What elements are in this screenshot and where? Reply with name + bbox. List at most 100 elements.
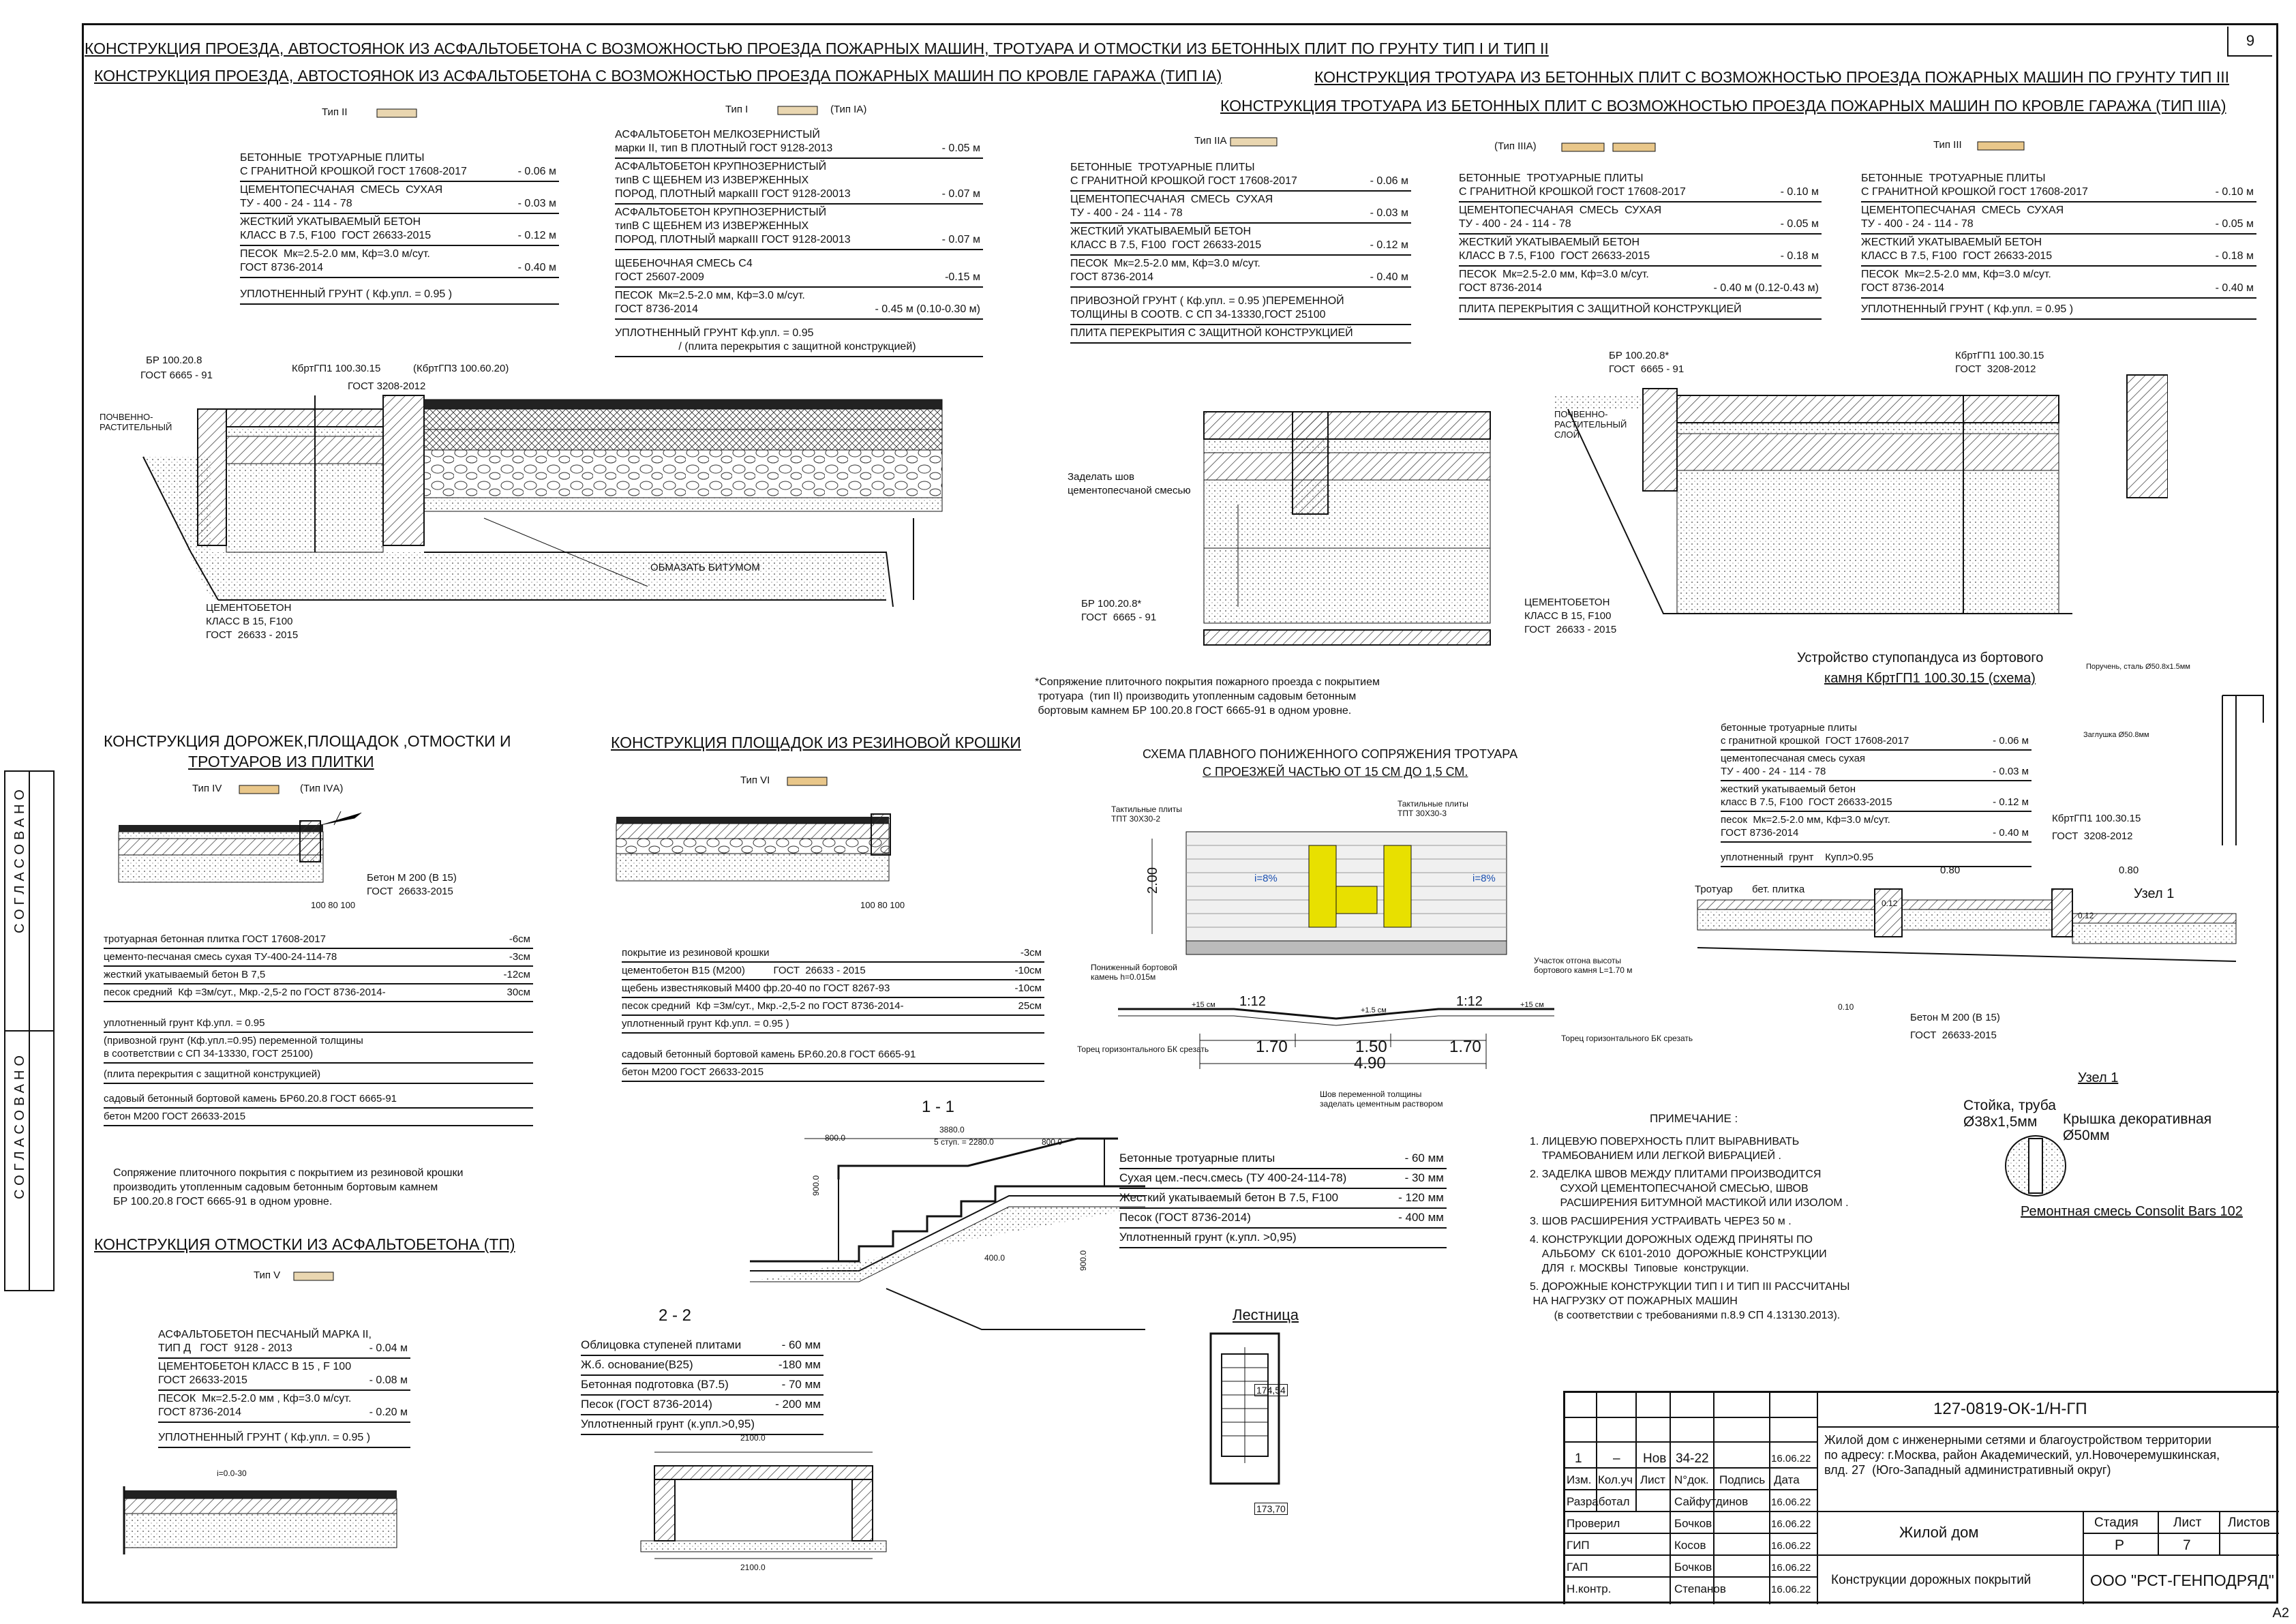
label-cap: Заглушка Ø50.8мм	[2083, 731, 2149, 739]
ramp-title-1: Устройство ступопандуса из бортового	[1797, 650, 2044, 665]
layers-stair-1-1: Бетонные тротуарные плиты- 60 мм Сухая ц…	[1119, 1149, 1447, 1248]
person-role: ГИП	[1567, 1539, 1590, 1552]
label-br-star: БР 100.20.8* ГОСТ 6665 - 91	[1081, 598, 1157, 623]
layer-row: Жесткий укатываемый бетон В 7.5, F100- 1…	[1119, 1189, 1447, 1209]
hatch-swatch	[1977, 141, 2025, 151]
rev-count: –	[1613, 1452, 1620, 1466]
dim-0-80-b: 0.80	[2119, 864, 2139, 876]
dim-400: 400.0	[984, 1253, 1006, 1263]
hdr-kol: Кол.уч	[1598, 1473, 1633, 1486]
label-br-star-2: БР 100.20.8* ГОСТ 6665 - 91	[1609, 350, 1685, 375]
layer-row: ЦЕМЕНТОПЕСЧАНАЯ СМЕСЬ СУХАЯ ТУ - 400 - 2…	[1861, 202, 2256, 235]
layers-ramp: бетонные тротуарные плиты с гранитной кр…	[1721, 720, 2031, 867]
layer-row: Облицовка ступеней плитами- 60 мм	[581, 1336, 824, 1356]
label-concrete: ЦЕМЕНТОБЕТОН КЛАСС В 15, F100 ГОСТ 26633…	[206, 602, 299, 641]
type-label-t1: Тип I	[725, 104, 749, 115]
layers-type-2: БЕТОННЫЕ ТРОТУАРНЫЕ ПЛИТЫ С ГРАНИТНОЙ КР…	[240, 150, 559, 305]
section-drawing-t3	[1554, 374, 2168, 614]
section-title-iii: КОНСТРУКЦИЯ ТРОТУАРА ИЗ БЕТОННЫХ ПЛИТ С …	[1314, 68, 2229, 86]
elev-173: 173,70	[1254, 1503, 1288, 1515]
layer-row: ЦЕМЕНТОПЕСЧАНАЯ СМЕСЬ СУХАЯ ТУ - 400 - 2…	[1459, 202, 1822, 235]
section-drawing-t2a	[1203, 411, 1491, 646]
label-concrete-tile: бет. плитка	[1752, 884, 1805, 895]
slope-right: i=8%	[1472, 873, 1496, 884]
label-kb-2: КбртГП1 100.30.15 ГОСТ 3208-2012	[1955, 350, 2044, 375]
hdr-date: Дата	[1774, 1473, 1800, 1486]
type-label-t4: Тип IV	[192, 783, 222, 794]
layers-type-1: АСФАЛЬТОБЕТОН МЕЛКОЗЕРНИСТЫЙ марки II, т…	[615, 127, 983, 357]
layers-type-2a: БЕТОННЫЕ ТРОТУАРНЫЕ ПЛИТЫ С ГРАНИТНОЙ КР…	[1070, 160, 1411, 344]
approval-stamp: СОГЛАСОВАНО СОГЛАСОВАНО	[4, 770, 55, 1291]
layer-row: ЖЕСТКИЙ УКАТЫВАЕМЫЙ БЕТОН КЛАСС В 7.5, F…	[1459, 235, 1822, 267]
layer-row: БЕТОННЫЕ ТРОТУАРНЫЕ ПЛИТЫ С ГРАНИТНОЙ КР…	[240, 150, 559, 182]
type-label-t3: Тип III	[1933, 139, 1962, 151]
section-title-iv-1: КОНСТРУКЦИЯ ДОРОЖЕК,ПЛОЩАДОК ,ОТМОСТКИ И	[104, 732, 511, 750]
label-soil: ПОЧВЕННО- РАСТИТЕЛЬНЫЙ	[100, 412, 172, 432]
dim-0-12-a: 0.12	[1882, 899, 1898, 908]
layer-row: ПЕСОК Мк=2.5-2.0 мм, Кф=3.0 м/сут. ГОСТ …	[1070, 256, 1411, 288]
dim-0-10: 0.10	[1838, 1002, 1854, 1012]
type-label-t1a: (Тип IА)	[830, 104, 867, 115]
node-1-drawing	[2005, 1135, 2066, 1197]
ramp-drawing	[2222, 695, 2264, 845]
section-title-ia: КОНСТРУКЦИЯ ПРОЕЗДА, АВТОСТОЯНОК ИЗ АСФА…	[94, 67, 1222, 85]
type-label-t6: Тип VI	[740, 775, 770, 786]
layer-row: уплотненный грунт Кф.упл. = 0.95 )	[622, 1016, 1044, 1034]
dim-1-70-a: 1.70	[1256, 1038, 1288, 1056]
stage-header: Стадия	[2094, 1516, 2139, 1530]
layer-row: ЦЕМЕНТОБЕТОН КЛАСС В 15 , F 100 ГОСТ 266…	[158, 1359, 410, 1391]
layer-row: ЩЕБЕНОЧНАЯ СМЕСЬ С4 ГОСТ 25607-2009-0.15…	[615, 256, 983, 288]
layer-row: уплотненный грунт Купл>0.95	[1721, 849, 2031, 867]
section-title-iv-2: ТРОТУАРОВ ИЗ ПЛИТКИ	[188, 753, 374, 770]
label-kb-alt: (КбртГП3 100.60.20)	[413, 363, 509, 374]
layer-row: тротуарная бетонная плитка ГОСТ 17608-20…	[104, 931, 533, 949]
rev-doc: 34-22	[1676, 1452, 1709, 1466]
notes-title: ПРИМЕЧАНИЕ :	[1650, 1112, 1738, 1125]
section-title-v: КОНСТРУКЦИЯ ОТМОСТКИ ИЗ АСФАЛЬТОБЕТОНА (…	[94, 1235, 515, 1253]
layer-row: песок средний Кф =3м/сут., Мкр.-2,5-2 по…	[622, 998, 1044, 1016]
label-tactile-2: Тактильные плиты ТПТ 30Х30-3	[1398, 799, 1468, 818]
layer-row: песок Мк=2.5-2.0 мм, Кф=3.0 м/сут. ГОСТ …	[1721, 812, 2031, 843]
slope-v: i=0.0-30	[217, 1469, 247, 1478]
label-post: Стойка, труба Ø38х1,5мм	[1963, 1098, 2056, 1130]
organization: ООО "РСТ-ГЕНПОДРЯД"	[2090, 1572, 2274, 1589]
layer-row: цементопесчаная смесь сухая ТУ - 400 - 2…	[1721, 751, 2031, 781]
layer-row: АСФАЛЬТОБЕТОН МЕЛКОЗЕРНИСТЫЙ марки II, т…	[615, 127, 983, 159]
label-handrail: Поручень, сталь Ø50.8х1.5мм	[2086, 663, 2190, 671]
person-name: Бочков	[1674, 1561, 1712, 1574]
layer-row: садовый бетонный бортовой камень БР60.20…	[104, 1091, 533, 1109]
stage-value: Р	[2115, 1537, 2125, 1553]
type-label-t2: Тип II	[322, 106, 348, 118]
ramp-profile-drawing	[1118, 1008, 1554, 1069]
hatch-swatch	[239, 785, 280, 794]
layer-row: ЖЕСТКИЙ УКАТЫВАЕМЫЙ БЕТОН КЛАСС В 7.5, F…	[1861, 235, 2256, 267]
layer-row: ПЛИТА ПЕРЕКРЫТИЯ С ЗАЩИТНОЙ КОНСТРУКЦИЕЙ	[1070, 325, 1411, 344]
layer-row: УПЛОТНЕННЫЙ ГРУНТ Кф.упл. = 0.95 / (плит…	[615, 325, 983, 357]
main-title: КОНСТРУКЦИЯ ПРОЕЗДА, АВТОСТОЯНОК ИЗ АСФА…	[85, 40, 1549, 57]
layer-row: ПРИВОЗНОЙ ГРУНТ ( Кф.упл. = 0.95 )ПЕРЕМЕ…	[1070, 293, 1411, 325]
section-1-1: 1 - 1	[922, 1098, 955, 1116]
stair-plan-drawing	[1209, 1332, 1280, 1485]
layer-row: (плита перекрытия с защитной конструкцие…	[104, 1066, 533, 1084]
section-title-iiia: КОНСТРУКЦИЯ ТРОТУАРА ИЗ БЕТОННЫХ ПЛИТ С …	[1220, 97, 2226, 115]
layer-row: ПЕСОК Мк=2.5-2.0 мм, Кф=3.0 м/сут. ГОСТ …	[615, 288, 983, 320]
dim-900-a: 900.0	[811, 1175, 821, 1197]
layer-row: УПЛОТНЕННЫЙ ГРУНТ ( Кф.упл. = 0.95 )	[240, 286, 559, 305]
person-date: 16.06.22	[1771, 1562, 1811, 1574]
layer-row: Сухая цем.-песч.смесь (ТУ 400-24-114-78)…	[1119, 1169, 1447, 1189]
layers-type-3a: БЕТОННЫЕ ТРОТУАРНЫЕ ПЛИТЫ С ГРАНИТНОЙ КР…	[1459, 170, 1822, 320]
sheet-value: 7	[2183, 1537, 2191, 1553]
label-curb-height: Участок отгона высоты бортового камня L=…	[1534, 956, 1633, 975]
stamp-lines	[5, 772, 53, 1290]
slope-left: i=8%	[1254, 873, 1278, 884]
note-item: 4. КОНСТРУКЦИИ ДОРОЖНЫХ ОДЕЖД ПРИНЯТЫ ПО…	[1530, 1234, 1827, 1274]
layer-row: бетон М200 ГОСТ 26633-2015	[104, 1109, 533, 1126]
sheet-header: Лист	[2173, 1516, 2202, 1530]
label-concrete-2: ЦЕМЕНТОБЕТОН КЛАСС В 15, F100 ГОСТ 26633…	[1524, 597, 1617, 635]
elev-15-left: +15 см	[1192, 1001, 1215, 1009]
label-br: БР 100.20.8	[146, 355, 202, 366]
layers-type-6: покрытие из резиновой крошки-3см цементо…	[622, 945, 1044, 1082]
label-trim-left: Торец горизонтального БК срезать	[1077, 1044, 1209, 1054]
layer-row: АСФАЛЬТОБЕТОН КРУПНОЗЕРНИСТЫЙ типВ С ЩЕБ…	[615, 159, 983, 205]
hatch-swatch	[1230, 137, 1278, 147]
